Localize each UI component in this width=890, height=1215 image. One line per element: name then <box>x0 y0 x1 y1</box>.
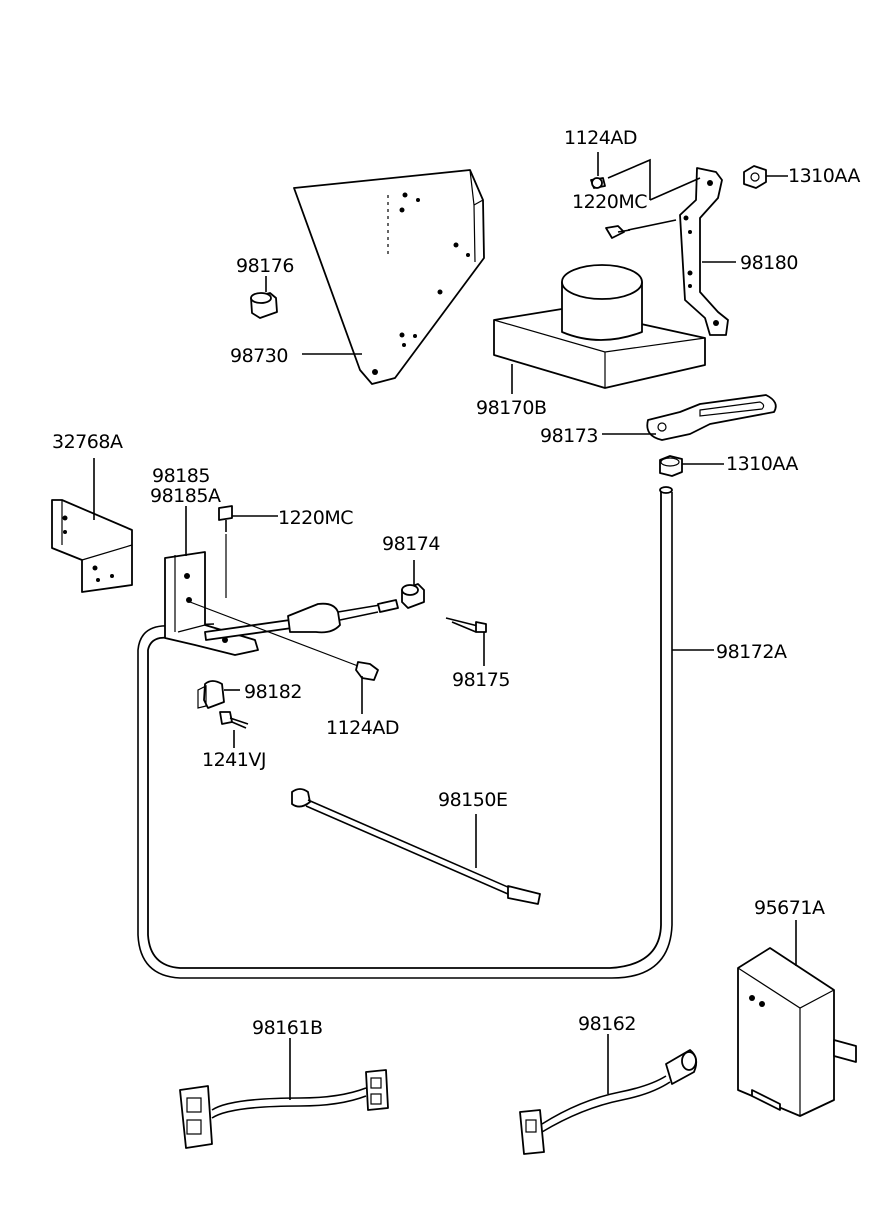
label-98185A: 98185A <box>150 485 221 507</box>
bushing-98174 <box>401 583 425 609</box>
bracket-98180 <box>679 167 729 336</box>
label-1124AD-mid: 1124AD <box>326 717 399 739</box>
harness-98162 <box>519 1049 698 1155</box>
label-1220MC-mid: 1220MC <box>278 507 353 529</box>
panel-98730 <box>293 169 485 385</box>
label-98162: 98162 <box>578 1013 636 1035</box>
label-98176: 98176 <box>236 255 294 277</box>
speaker-98170B <box>493 264 706 389</box>
label-95671A: 95671A <box>754 897 825 919</box>
label-32768A: 32768A <box>52 431 123 453</box>
nut-1310AA-mid <box>659 455 683 477</box>
label-1310AA-top: 1310AA <box>788 165 860 187</box>
antenna-base-cable <box>204 599 399 641</box>
label-1241VJ: 1241VJ <box>202 749 266 771</box>
part-labels: 98176 98730 1124AD 1220MC 1310AA 98180 9… <box>52 127 861 1039</box>
bolt-1124AD-top <box>590 177 606 189</box>
label-98172A: 98172A <box>716 641 787 663</box>
label-1310AA-mid: 1310AA <box>726 453 798 475</box>
label-1220MC-top: 1220MC <box>572 191 647 213</box>
bolt-1220MC-mid <box>218 505 233 598</box>
label-98150E: 98150E <box>438 789 507 811</box>
label-98730: 98730 <box>230 345 288 367</box>
bracket-32768A <box>51 499 133 593</box>
label-98185: 98185 <box>152 465 210 487</box>
label-98174: 98174 <box>382 533 440 555</box>
label-1124AD-top: 1124AD <box>564 127 637 149</box>
grommet-98176 <box>250 292 278 319</box>
harness-98161B <box>179 1069 389 1149</box>
cable-98150E <box>291 788 541 905</box>
label-98180: 98180 <box>740 252 798 274</box>
label-98182: 98182 <box>244 681 302 703</box>
label-98175: 98175 <box>452 669 510 691</box>
stay-98173 <box>646 394 777 441</box>
clip-98182 <box>197 680 225 709</box>
pin-98175 <box>445 617 487 633</box>
label-98170B: 98170B <box>476 397 546 419</box>
bracket-98185 <box>164 551 259 656</box>
leader-lines <box>93 152 797 1100</box>
nut-1310AA-top <box>743 165 767 189</box>
module-95671A <box>737 947 857 1117</box>
label-98173: 98173 <box>540 425 598 447</box>
bolt-1220MC-top <box>605 225 631 239</box>
screw-1241VJ <box>219 711 249 729</box>
bolt-1124AD-mid <box>189 601 379 681</box>
rod-98172A <box>137 486 673 979</box>
label-98161B: 98161B <box>252 1017 322 1039</box>
